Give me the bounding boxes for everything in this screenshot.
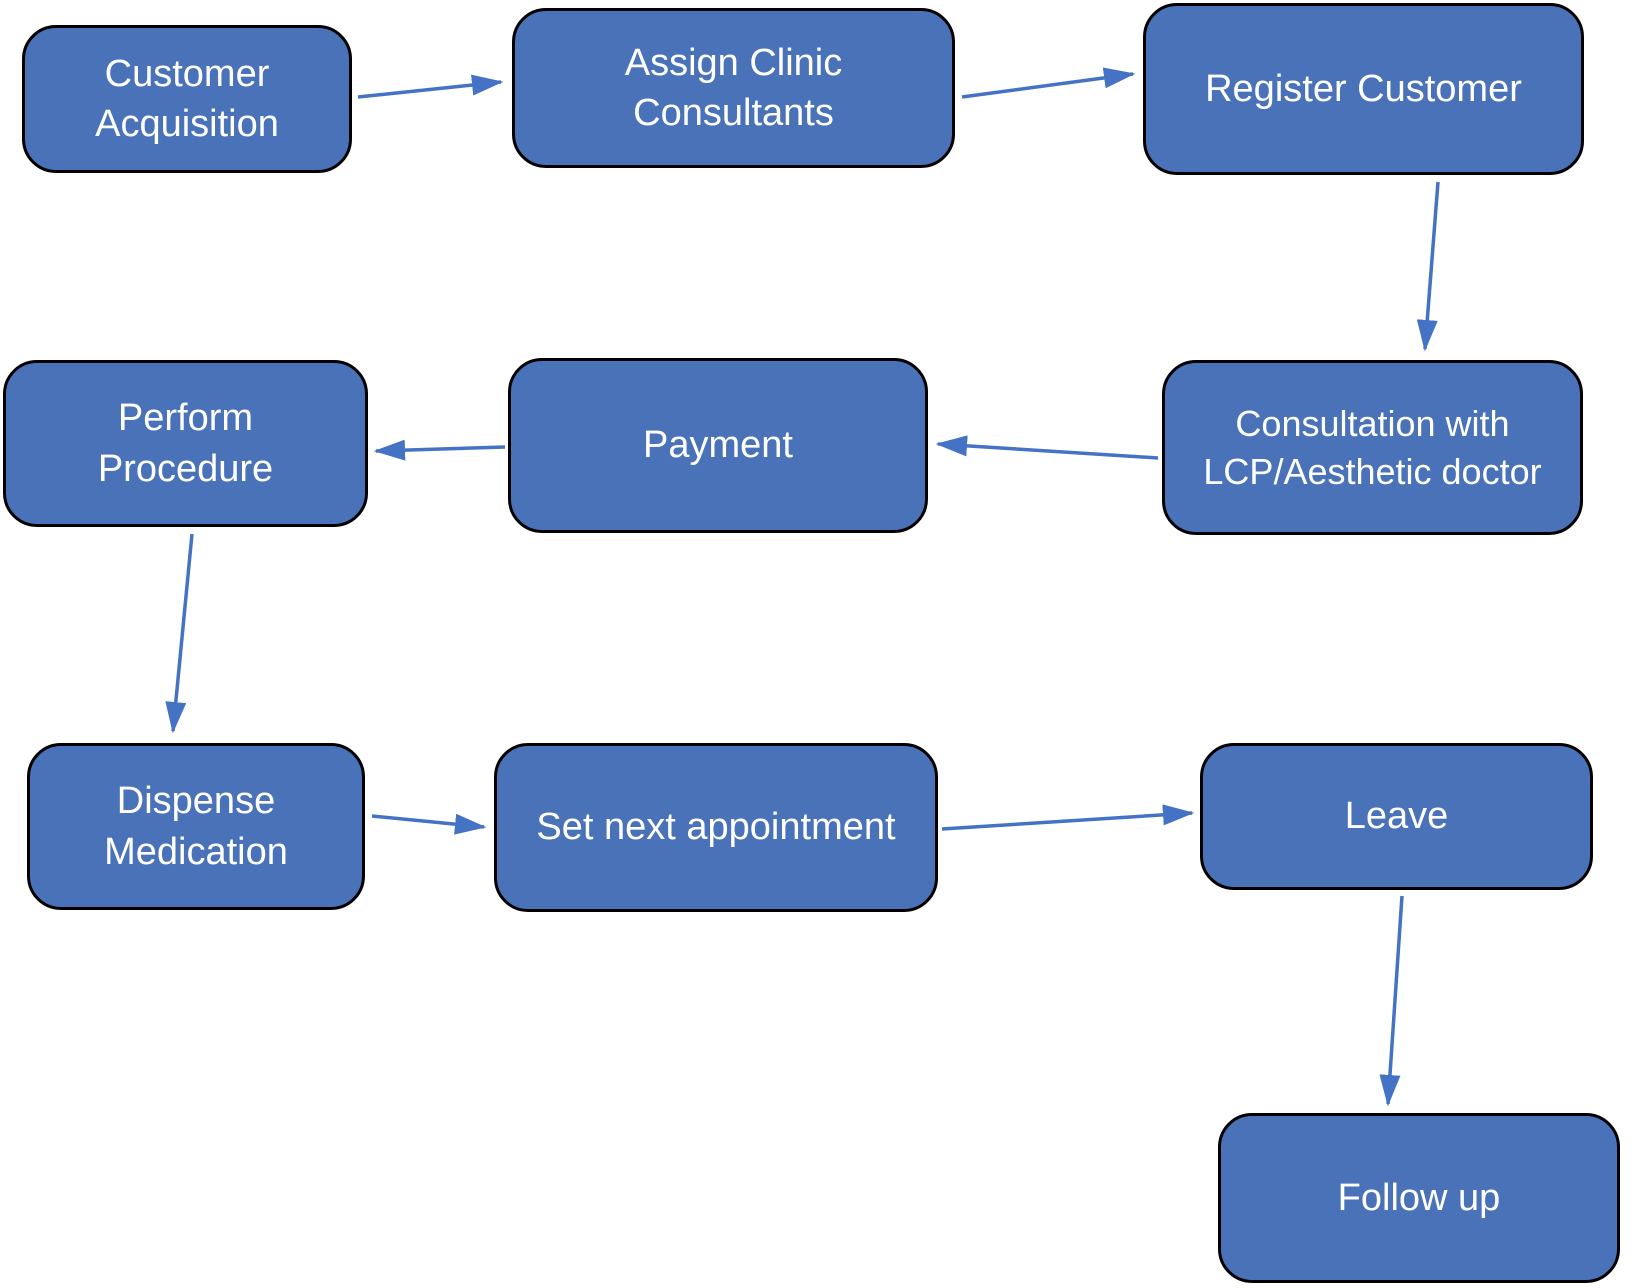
edge-leave-to-follow-up — [1379, 895, 1404, 1107]
edge-payment-to-perform-procedure — [373, 439, 506, 461]
edge-consultation-to-payment — [935, 435, 1159, 460]
node-register-customer: Register Customer — [1143, 3, 1584, 175]
node-assign-clinic-consultants: Assign Clinic Consultants — [512, 8, 955, 168]
node-label: Leave — [1344, 795, 1449, 838]
node-customer-acquisition: Customer Acquisition — [22, 25, 352, 173]
node-dispense-medication: Dispense Medication — [27, 743, 365, 910]
node-leave: Leave — [1200, 743, 1593, 890]
node-label: Assign Clinic Consultants — [624, 41, 843, 134]
node-perform-procedure: Perform Procedure — [3, 360, 368, 527]
edge-register-customer-to-consultation — [1416, 181, 1440, 352]
node-label: Customer Acquisition — [95, 52, 279, 145]
node-consultation-with-lcp-aesthetic-doctor: Consultation with LCP/Aesthetic doctor — [1162, 360, 1583, 535]
node-label: Payment — [643, 424, 793, 467]
node-label: Dispense Medication — [104, 780, 288, 873]
edge-set-next-appointment-to-leave — [941, 804, 1195, 831]
edge-dispense-medication-to-set-next-appointment — [371, 813, 487, 835]
node-follow-up: Follow up — [1218, 1113, 1620, 1283]
node-payment: Payment — [508, 358, 928, 533]
node-label: Perform Procedure — [97, 397, 274, 490]
edge-customer-acquisition-to-assign-clinic-consultants — [357, 74, 504, 99]
node-label: Follow up — [1337, 1176, 1501, 1219]
edge-perform-procedure-to-dispense-medication — [165, 533, 194, 734]
node-label: Set next appointment — [536, 806, 896, 849]
node-label: Consultation with LCP/Aesthetic doctor — [1203, 402, 1542, 492]
node-set-next-appointment: Set next appointment — [494, 743, 938, 912]
edge-assign-clinic-consultants-to-register-customer — [961, 67, 1136, 99]
node-label: Register Customer — [1205, 67, 1522, 110]
